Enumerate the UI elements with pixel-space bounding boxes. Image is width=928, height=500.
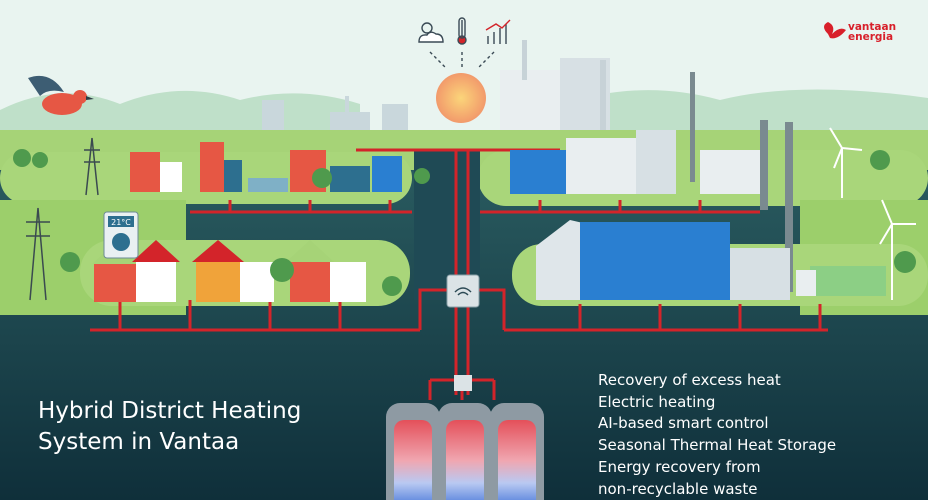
feature-item: Electric heating — [598, 392, 716, 411]
trees — [13, 149, 916, 296]
distant-hills-right — [560, 89, 928, 135]
storage-valve — [454, 375, 472, 391]
logo-line-1: vantaan — [848, 21, 897, 33]
houses — [92, 240, 366, 302]
logo-line-2: energia — [848, 31, 894, 43]
thermostat-reading: 21°C — [111, 218, 131, 227]
feature-list: Recovery of excess heat Electric heating… — [598, 370, 836, 500]
smart-control-box — [446, 274, 480, 308]
brand-logo: vantaan energia — [822, 21, 897, 43]
feature-item: non-recyclable waste — [598, 479, 758, 498]
thermometer-icon — [457, 17, 467, 45]
city-buildings — [130, 142, 402, 192]
title-line-1: Hybrid District Heating — [38, 398, 302, 424]
feature-item: Energy recovery from — [598, 457, 761, 476]
power-pylons — [26, 137, 100, 301]
sun — [436, 73, 486, 123]
feature-item: Seasonal Thermal Heat Storage — [598, 436, 837, 455]
page-title: Hybrid District Heating System in Vantaa — [38, 396, 301, 458]
cloud-sun-icon — [418, 22, 444, 43]
power-plant — [500, 40, 793, 292]
bird-icon — [28, 75, 94, 115]
top-icons — [418, 17, 511, 69]
feature-item: AI-based smart control — [598, 414, 769, 433]
wifi-icon — [454, 287, 472, 296]
distant-factories — [262, 96, 408, 130]
waste-to-energy-plant — [536, 220, 886, 300]
wind-turbines — [829, 127, 916, 300]
logo-text: vantaan energia — [848, 21, 897, 43]
seasonal-storage-tanks — [386, 403, 544, 500]
title-line-2: System in Vantaa — [38, 429, 240, 455]
feature-item: Recovery of excess heat — [598, 371, 781, 389]
growth-chart-icon — [485, 19, 511, 44]
logo-mark — [824, 22, 846, 39]
